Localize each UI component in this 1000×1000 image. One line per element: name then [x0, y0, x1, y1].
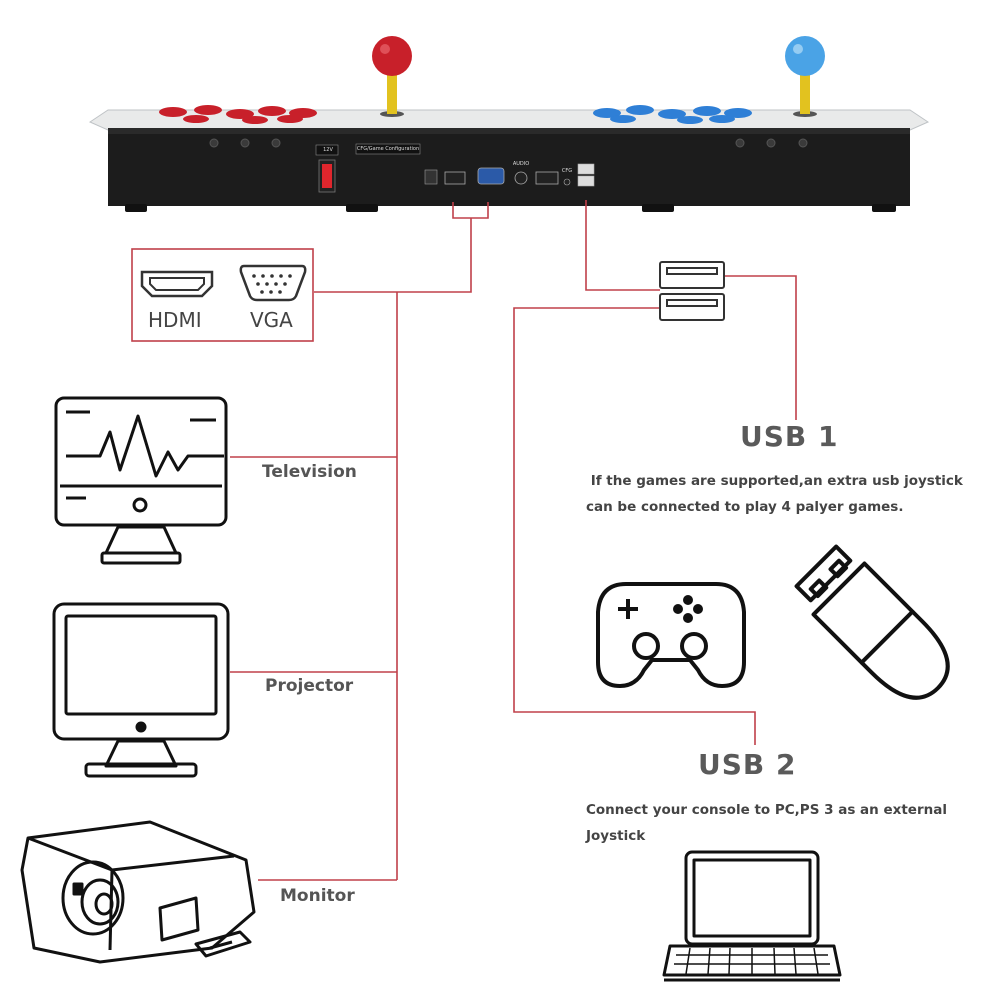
television-label: Television — [262, 462, 357, 482]
monitor-icon — [52, 602, 230, 778]
usb-stick-icon — [794, 544, 950, 700]
vga-label: VGA — [250, 308, 293, 332]
power-label: 12V — [323, 147, 333, 153]
usb1-description: If the games are supported,an extra usb … — [586, 468, 986, 520]
monitor-label: Monitor — [280, 886, 355, 906]
usb1-desc-line1: If the games are supported,an extra usb … — [586, 473, 963, 489]
usb2-desc-line2: Joystick — [586, 828, 646, 844]
usb2-description: Connect your console to PC,PS 3 as an ex… — [586, 797, 986, 849]
video-ports-box — [131, 248, 314, 342]
cfg-small-label: CFG — [561, 168, 573, 174]
port-panel — [424, 163, 595, 187]
usb2-desc-line1: Connect your console to PC,PS 3 as an ex… — [586, 802, 947, 818]
joystick-red — [372, 36, 412, 117]
usb2-title: USB 2 — [698, 748, 797, 781]
usb-port-icon — [659, 261, 725, 321]
laptop-icon — [662, 850, 842, 982]
cfg-label: CFG/Game Configuration — [356, 146, 420, 152]
player1-buttons — [159, 105, 317, 124]
hdmi-label: HDMI — [148, 308, 202, 332]
usb1-desc-line2: can be connected to play 4 palyer games. — [586, 499, 904, 515]
arcade-console — [88, 36, 930, 212]
usb1-title: USB 1 — [740, 420, 839, 453]
joystick-blue — [785, 36, 825, 117]
television-icon — [54, 396, 228, 565]
power-switch — [315, 144, 339, 193]
player2-buttons — [593, 105, 752, 124]
hdmi-port-icon — [140, 270, 214, 298]
vga-port-icon — [239, 264, 307, 302]
connector-lines — [230, 200, 797, 881]
projector-label: Projector — [265, 676, 354, 696]
audio-label: AUDIO — [512, 161, 530, 167]
gamepad-icon — [596, 582, 746, 688]
projector-icon — [20, 820, 256, 964]
